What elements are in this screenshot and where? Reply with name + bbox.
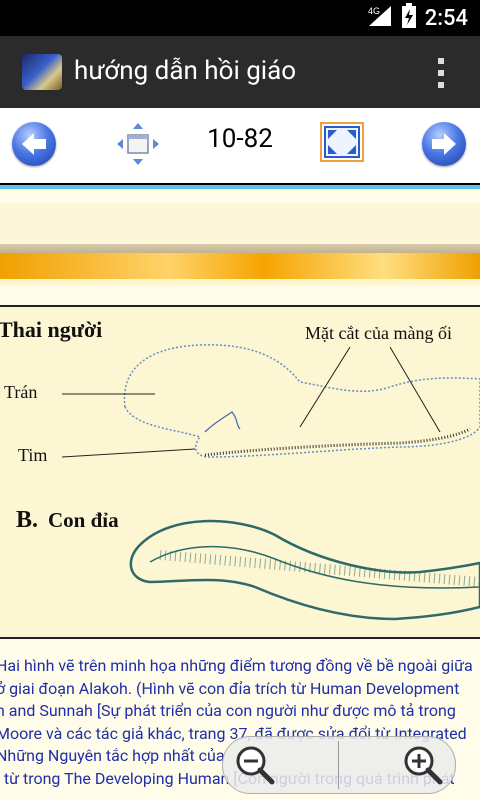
page-header-underline xyxy=(0,279,480,285)
page-header-stripe xyxy=(0,244,480,254)
page-indicator: 10-82 xyxy=(207,124,273,154)
caption-line: Hai hình vẽ trên minh họa những điểm tươ… xyxy=(0,656,473,675)
previous-page-button[interactable] xyxy=(12,122,56,166)
section-b-heading: B. Con đỉa xyxy=(16,507,119,534)
membrane-label: Mặt cắt của màng ối xyxy=(305,323,452,343)
zoom-divider xyxy=(338,741,339,789)
toolbar-divider xyxy=(0,185,480,189)
fullscreen-button[interactable] xyxy=(320,122,364,162)
zoom-in-icon xyxy=(404,746,443,785)
move-arrows-icon[interactable] xyxy=(116,122,160,166)
battery-charging-icon xyxy=(401,3,417,33)
expand-icon xyxy=(324,126,360,158)
app-logo-icon[interactable] xyxy=(22,54,62,90)
zoom-controls xyxy=(222,736,456,794)
svg-text:4G: 4G xyxy=(368,6,380,16)
signal-4g-icon: 4G xyxy=(367,4,393,32)
figure-title: Thai người xyxy=(0,317,103,342)
overflow-menu-icon[interactable] xyxy=(438,58,444,88)
forehead-label: Trán xyxy=(4,382,38,402)
arrow-left-icon xyxy=(22,133,46,155)
reader-toolbar: 10-82 xyxy=(0,108,480,183)
zoom-in-button[interactable] xyxy=(401,743,445,787)
embryo-drawing xyxy=(61,344,480,621)
caption-line: n and Sunnah [Sự phát triển của con ngườ… xyxy=(0,701,456,720)
app-title: hướng dẫn hồi giáo xyxy=(74,56,297,86)
caption-line: ở giai đoạn Alakoh. (Hình vẽ con đỉa trí… xyxy=(0,678,460,698)
heart-label: Tim xyxy=(18,445,48,465)
status-icons: 4G 2:54 xyxy=(367,0,468,36)
embryo-leech-figure: Thai người Mặt cắt của màng ối Trán Tim … xyxy=(0,305,480,639)
next-page-button[interactable] xyxy=(422,122,466,166)
zoom-out-icon xyxy=(236,746,275,785)
book-page[interactable]: Thai người Mặt cắt của màng ối Trán Tim … xyxy=(0,189,480,800)
section-b-letter: B. xyxy=(16,507,39,533)
page-header-gold-bar xyxy=(0,253,480,279)
status-bar: 4G 2:54 xyxy=(0,0,480,36)
clock: 2:54 xyxy=(424,5,468,31)
caption-line: Những Nguyên tắc hợp nhất của xyxy=(0,746,225,765)
action-bar: hướng dẫn hồi giáo xyxy=(0,36,480,108)
section-b-title: Con đỉa xyxy=(48,508,119,532)
page-header-band xyxy=(0,203,480,249)
arrow-right-icon xyxy=(432,133,456,155)
zoom-out-button[interactable] xyxy=(233,743,277,787)
